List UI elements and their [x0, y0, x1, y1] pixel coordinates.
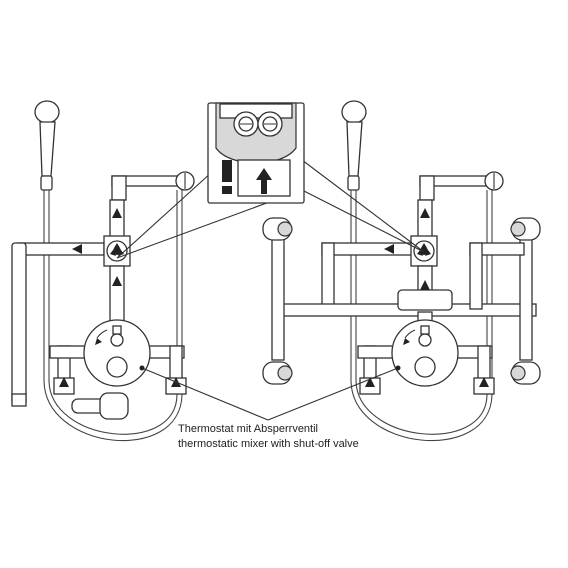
callout-leader-left — [116, 171, 213, 259]
arrow-up-icon — [112, 208, 122, 218]
left-installation — [11, 100, 195, 442]
right-installation — [262, 100, 541, 442]
label-leaders — [139, 365, 401, 421]
detail-callout — [116, 102, 425, 259]
caption-block: Thermostat mit Absperrventil thermostati… — [178, 422, 378, 452]
arrow-up-icon — [112, 276, 122, 286]
left-diverter-valve — [103, 235, 131, 267]
right-thermostat-mixer — [357, 311, 495, 395]
left-down-pipe — [11, 242, 27, 406]
arrow-up-icon — [420, 208, 430, 218]
caption-german: Thermostat mit Absperrventil — [178, 423, 318, 435]
caption-english: thermostatic mixer with shut-off valve — [178, 438, 359, 450]
flow-arrow-icon — [256, 168, 272, 194]
right-hand-shower — [341, 100, 367, 191]
arrow-left-icon — [384, 244, 394, 254]
body-jet-top-right — [510, 217, 541, 241]
body-jet-bottom-right — [510, 361, 541, 385]
left-hand-shower — [34, 100, 60, 191]
left-riser-upper — [109, 199, 125, 239]
right-wall-outlet — [419, 171, 504, 201]
left-riser-lower — [109, 265, 125, 327]
body-jet-top-left — [262, 217, 293, 241]
left-branch-pipe — [17, 242, 105, 256]
arrow-up-icon — [59, 377, 69, 387]
body-jet-bottom-left — [262, 361, 293, 385]
body-jet-manifold — [271, 231, 537, 361]
arrow-up-icon — [420, 280, 430, 290]
left-bath-spout — [71, 392, 129, 420]
exclamation-icon — [222, 160, 232, 194]
right-diverter-valve — [410, 235, 438, 267]
left-shower-hose — [43, 190, 183, 442]
left-thermostat-mixer — [49, 319, 187, 395]
arrow-left-icon — [72, 244, 82, 254]
callout-leader-right — [301, 189, 425, 253]
right-shower-hose — [350, 190, 493, 442]
arrow-up-icon — [365, 377, 375, 387]
arrow-up-icon — [479, 377, 489, 387]
